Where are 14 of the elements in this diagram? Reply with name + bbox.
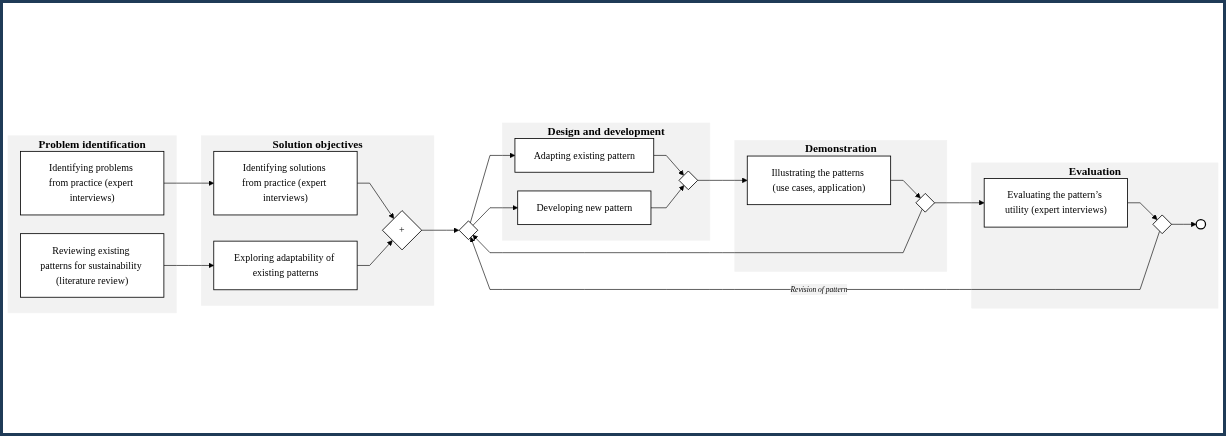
node-box: Exploring adaptability of existing patterns bbox=[213, 240, 358, 291]
node-box: Adapting existing pattern bbox=[514, 138, 655, 173]
node-box: Identifying solutions from practice (expert interviews) bbox=[213, 151, 358, 216]
node-circle bbox=[1195, 219, 1207, 230]
node-box: Reviewing existing patterns for sustainability (literature review) bbox=[20, 233, 165, 298]
node-diamond bbox=[458, 220, 479, 241]
node-diamond bbox=[1152, 214, 1172, 235]
node-box: Illustrating the patterns (use cases, application) bbox=[746, 155, 892, 206]
node-diamond: + bbox=[382, 210, 423, 251]
node-box: Developing new pattern bbox=[517, 190, 652, 226]
node-box: Identifying problems from practice (expert interviews) bbox=[20, 151, 165, 216]
node-box: Evaluating the pattern’s utility (expert interviews) bbox=[983, 178, 1128, 228]
node-diamond bbox=[915, 193, 936, 213]
node-diamond bbox=[678, 170, 699, 191]
